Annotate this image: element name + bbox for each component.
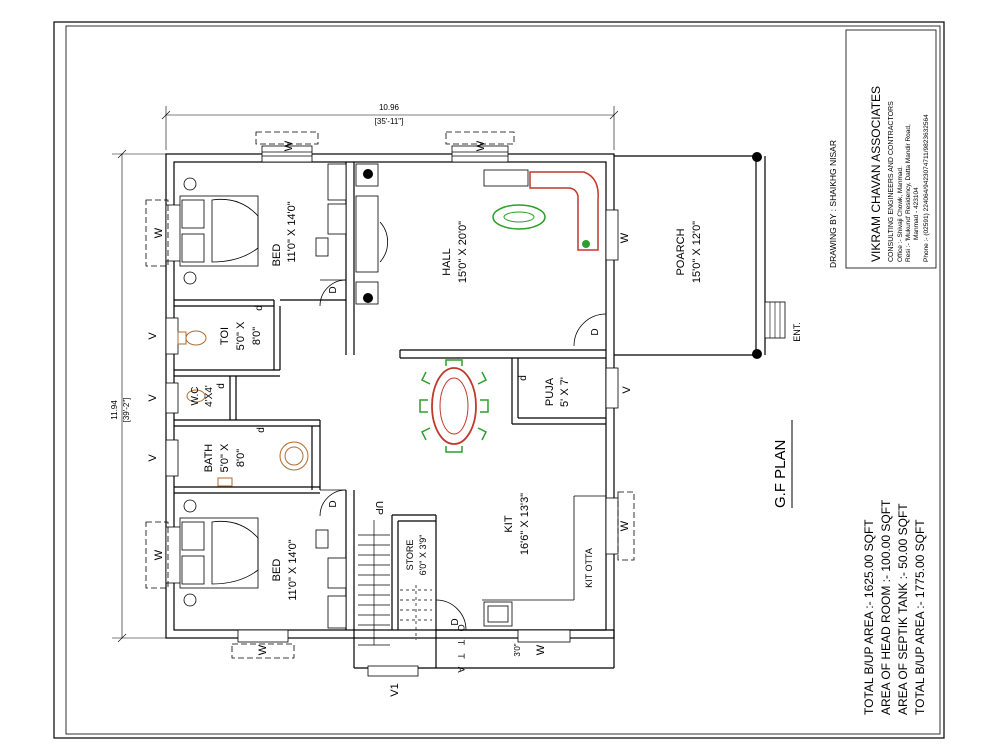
doors xyxy=(319,221,607,631)
window-label-hall: W xyxy=(619,232,631,243)
hall-size: 15'0" X 20'0" xyxy=(457,221,469,283)
area-note-2: AREA OF HEAD ROOM :- 100.00 SQFT xyxy=(879,499,893,715)
city-pin: Manmad - 423104 xyxy=(913,187,920,240)
side-dimension-feet: [39'-2"] xyxy=(122,398,131,423)
dimension-lines xyxy=(112,106,619,643)
kit-size: 16'6" X 13'3" xyxy=(519,493,531,555)
sheet-border xyxy=(53,21,945,739)
vent-label-bath: V xyxy=(147,454,159,462)
staircase xyxy=(358,520,432,646)
poarch-name: POARCH xyxy=(675,228,687,275)
door-label-wc: d xyxy=(216,383,227,389)
sanitary-fixtures xyxy=(177,330,309,487)
puja-size: 5' X 7' xyxy=(559,377,571,407)
window-label-bottom-right: W xyxy=(535,644,547,655)
window-label-kit: W xyxy=(619,520,631,531)
toi-size-2: 8'0" xyxy=(251,327,263,345)
firm-subtitle: CONSULTING ENGINEERS AND CONTRACTORS xyxy=(888,101,895,262)
otta-label: O T T A xyxy=(456,624,466,675)
puja-name: PUJA xyxy=(544,377,556,406)
bed1-size: 11'0" X 14'0" xyxy=(286,201,298,262)
hall-sofa xyxy=(483,169,599,251)
office-address: Office :- Shivaji Chowk, Manmad. xyxy=(897,166,904,262)
bed1-name: BED xyxy=(271,244,283,267)
vent-label-toi: V xyxy=(147,332,159,340)
windows xyxy=(145,131,635,677)
area-note-4: TOTAL B/UP AREA :- 1775.00 SQFT xyxy=(913,519,927,715)
top-dimension-value: 10.96 xyxy=(379,103,400,112)
vent-label-v1: V1 xyxy=(389,683,401,696)
bed2-name: BED xyxy=(271,559,283,582)
window-label-top-left: W xyxy=(283,140,295,151)
plan-title: G.F PLAN xyxy=(772,440,789,508)
bath-size-2: 8'0" xyxy=(235,449,247,467)
hall-name: HALL xyxy=(441,248,453,276)
kit-name: KIT xyxy=(503,515,515,532)
toi-name: TOI xyxy=(219,327,231,345)
window-label-bottom-left: W xyxy=(257,644,269,655)
area-note-1: TOTAL B/UP AREA :- 1625.00 SQFT xyxy=(862,519,876,715)
residence-address: Resi :- 'Mukund' Residency, Datta Mandir… xyxy=(905,124,912,262)
title-block: VIKRAM CHAVAN ASSOCIATES CONSULTING ENGI… xyxy=(828,29,937,269)
stair-up-label: UP xyxy=(373,501,384,515)
door-label-poarch: D xyxy=(590,328,601,335)
top-dimension-feet: [35'-11"] xyxy=(375,117,404,126)
vent-label-wc: V xyxy=(147,394,159,402)
door-label-bath: d xyxy=(256,427,267,433)
kitchen-platform xyxy=(482,495,606,627)
kit-otta: KIT OTTA xyxy=(584,548,594,588)
toi-size: 5'0" X xyxy=(235,321,247,350)
window-label-bed2: W xyxy=(153,549,165,560)
vent-label-puja: V xyxy=(621,386,633,394)
plants xyxy=(363,169,373,303)
firm-name: VIKRAM CHAVAN ASSOCIATES xyxy=(869,86,883,262)
window-label-top-right: W xyxy=(475,140,487,151)
window-label-bed1: W xyxy=(153,227,165,238)
door-label-kit: D xyxy=(450,618,461,625)
side-dimension-value: 11.94 xyxy=(110,400,119,420)
door-label-toi: d xyxy=(254,305,265,311)
bath-size: 5'0" X xyxy=(219,443,231,472)
poarch-size: 15'0" X 12'0" xyxy=(691,221,703,283)
store-name: STORE xyxy=(405,540,415,571)
bed-furniture-2 xyxy=(179,499,259,607)
dining-table xyxy=(419,359,489,453)
otta-size: 3'0" xyxy=(513,643,522,656)
poarch-details xyxy=(752,152,786,359)
bath-name: BATH xyxy=(203,444,215,473)
bed2-size: 11'0" X 14'0" xyxy=(287,539,299,600)
store-size: 6'0" X 3'9" xyxy=(418,535,428,576)
area-note-3: AREA OF SEPTIK TANK :- 50.00 SQFT xyxy=(896,503,910,715)
drawing-by: DRAWING BY : SHAIKHG NISAR xyxy=(828,140,838,268)
entrance-label: ENT. xyxy=(792,322,802,342)
phone-numbers: Phone :- (02591) 224064/9423074711/98236… xyxy=(923,114,930,262)
bed-furniture-1 xyxy=(179,177,259,285)
door-label-bed2: D xyxy=(328,500,339,507)
sheet-inner-border xyxy=(65,25,941,735)
door-label-bed1: D xyxy=(328,286,339,293)
plan-notes: G.F PLAN TOTAL B/UP AREA :- 1625.00 SQFT… xyxy=(772,420,927,715)
door-label-puja: d xyxy=(518,375,529,381)
wc-size: 4'X4' xyxy=(204,385,215,407)
wc-name: W.C xyxy=(190,387,201,406)
